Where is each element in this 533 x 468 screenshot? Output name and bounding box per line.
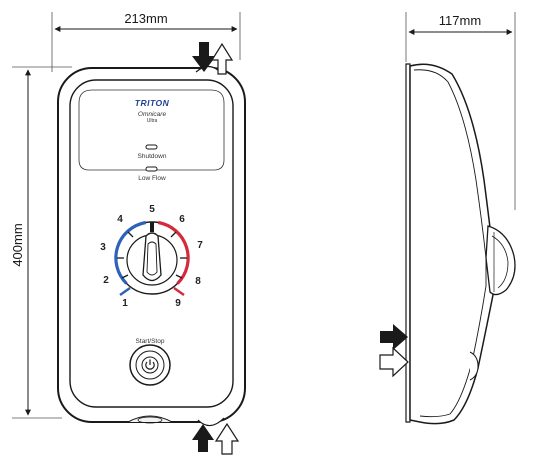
model-name-line2: Ultra — [147, 118, 158, 124]
side-body-outline — [409, 63, 495, 425]
dial-number-6: 6 — [179, 214, 185, 225]
side-water-arrows — [379, 324, 409, 378]
outline-arrow-right-icon — [379, 346, 409, 378]
width-dimension: 213mm — [51, 11, 241, 72]
dial-number-7: 7 — [197, 240, 203, 251]
shutdown-label: Shutdown — [138, 153, 167, 160]
depth-dimension: 117mm — [405, 12, 516, 210]
side-dial-protrusion — [485, 225, 516, 296]
dial-number-9: 9 — [175, 298, 181, 309]
bottom-pipe-entry — [197, 417, 225, 427]
display-window — [78, 89, 225, 171]
front-view: TRITON Omnicare Ultra Shutdown Low Flow — [57, 65, 246, 427]
dial-number-8: 8 — [195, 276, 201, 287]
dial-numbers: 1 2 3 4 5 6 7 8 9 — [100, 204, 203, 309]
dial-number-5: 5 — [149, 204, 155, 215]
temperature-dial[interactable] — [114, 220, 190, 295]
side-back-plate — [405, 63, 411, 423]
bottom-cable-entry — [127, 415, 173, 423]
power-icon — [145, 359, 155, 370]
start-stop-button[interactable] — [129, 344, 171, 386]
cold-range-arc — [114, 220, 147, 285]
side-view — [405, 63, 516, 425]
hot-range-arc — [157, 220, 190, 285]
dial-number-3: 3 — [100, 242, 106, 253]
hot-end-mark — [173, 287, 185, 296]
side-button-protrusion — [469, 351, 479, 381]
bottom-water-arrows — [192, 422, 240, 455]
outline-arrow-up-icon — [210, 42, 234, 75]
height-label: 400mm — [10, 223, 25, 266]
low-flow-indicator-light — [145, 166, 158, 172]
filled-arrow-right-icon — [380, 324, 408, 350]
width-label: 213mm — [124, 11, 167, 26]
outline-arrow-up-icon-bottom — [214, 422, 240, 455]
cold-end-mark — [119, 287, 131, 296]
start-stop-label: Start/Stop — [136, 338, 165, 345]
dial-pointer — [150, 222, 154, 232]
depth-label: 117mm — [439, 13, 481, 28]
dial-number-1: 1 — [122, 298, 128, 309]
filled-arrow-up-icon — [192, 424, 214, 452]
height-dimension: 400mm — [10, 66, 72, 419]
dial-number-4: 4 — [117, 214, 123, 225]
top-water-arrows — [192, 42, 234, 75]
low-flow-label: Low Flow — [138, 175, 166, 182]
dial-grip-handle — [142, 232, 162, 282]
shutdown-indicator-light — [145, 144, 158, 150]
brand-logo: TRITON — [135, 98, 170, 108]
dial-number-2: 2 — [103, 275, 109, 286]
filled-arrow-down-icon — [192, 42, 216, 72]
model-name-line1: Omnicare — [138, 111, 167, 118]
